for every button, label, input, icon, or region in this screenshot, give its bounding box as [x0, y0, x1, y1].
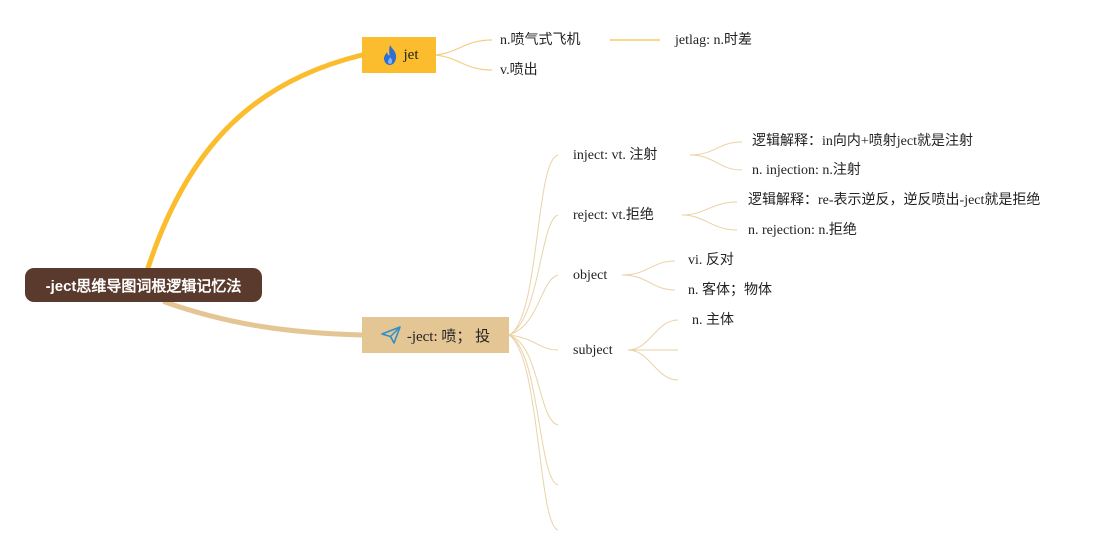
subject-noun[interactable]: n. 主体 [692, 313, 734, 328]
topic-reject[interactable]: reject: vt.拒绝 [573, 208, 654, 223]
edge-ject-empty-1 [508, 334, 559, 426]
edge-ject-subject [508, 334, 559, 351]
edge-ject-object [508, 274, 559, 336]
reject-noun[interactable]: n. rejection: n.拒绝 [748, 223, 857, 238]
inject-explanation[interactable]: 逻辑解释：in向内+喷射ject就是注射 [752, 134, 973, 149]
edge-root-ject [162, 299, 365, 338]
jet-child-1-sub[interactable]: jetlag: n.时差 [675, 33, 752, 48]
edge-reject-c1 [681, 201, 738, 216]
root-topic[interactable]: -ject思维导图词根逻辑记忆法 [25, 268, 262, 302]
branch-jet-label: jet [403, 46, 419, 63]
edge-ject-empty-2 [508, 334, 559, 486]
edge-object-c1 [621, 260, 676, 276]
edge-inject-c1 [689, 141, 743, 156]
topic-object[interactable]: object [573, 268, 608, 283]
edge-ject-reject [508, 214, 559, 336]
object-noun[interactable]: n. 客体；物体 [688, 283, 772, 298]
reject-explanation[interactable]: 逻辑解释：re-表示逆反，逆反喷出-ject就是拒绝 [748, 193, 1041, 208]
edge-subject-c1 [627, 319, 679, 351]
edge-subject-c3 [627, 349, 679, 381]
edge-root-jet [145, 52, 365, 271]
topic-subject[interactable]: subject [573, 343, 613, 358]
edge-jet-child-2 [435, 54, 493, 71]
branch-jet[interactable]: jet [362, 37, 436, 73]
branch-ject[interactable]: -ject: 喷； 投 [362, 317, 509, 353]
jet-child-2[interactable]: v.喷出 [500, 63, 538, 78]
edge-ject-empty-3 [508, 334, 559, 531]
edge-reject-c2 [681, 214, 738, 231]
edge-object-c2 [621, 274, 676, 291]
paper-plane-icon [381, 326, 401, 344]
object-verb[interactable]: vi. 反对 [688, 253, 734, 268]
topic-inject[interactable]: inject: vt. 注射 [573, 148, 658, 163]
edge-ject-inject [508, 154, 559, 336]
edge-jet-child-1 [435, 39, 493, 56]
flame-icon [383, 45, 396, 65]
edge-inject-c2 [689, 154, 743, 171]
branch-ject-label: -ject: 喷； 投 [406, 328, 491, 345]
jet-child-1[interactable]: n.喷气式飞机 [500, 33, 581, 48]
root-topic-label: -ject思维导图词根逻辑记忆法 [45, 277, 242, 295]
inject-noun[interactable]: n. injection: n.注射 [752, 163, 861, 178]
